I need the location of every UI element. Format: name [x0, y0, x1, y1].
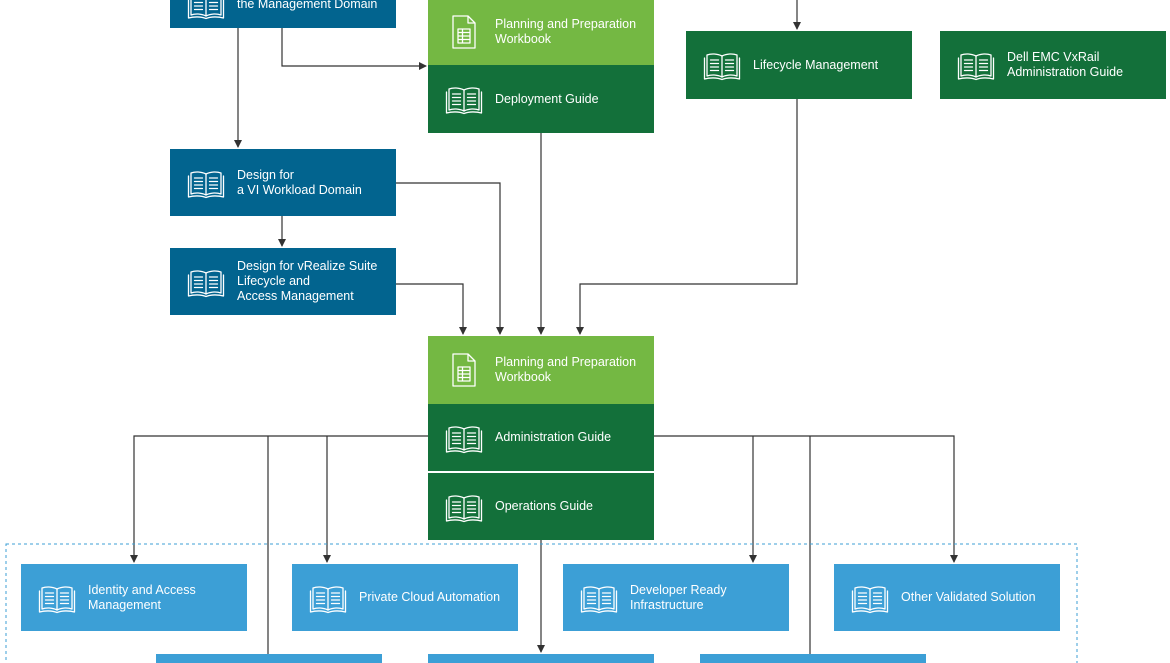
- developer-ready-label: Developer Ready Infrastructure: [630, 582, 727, 612]
- book-icon: [577, 576, 621, 620]
- book-icon: [184, 260, 228, 304]
- operations-guide-label: Operations Guide: [495, 499, 593, 513]
- book-icon: [184, 0, 228, 26]
- book-icon: [184, 161, 228, 205]
- validated-solutions-group: [5, 543, 1078, 663]
- workbook-icon: [442, 348, 486, 392]
- design-vrealize-box[interactable]: Design for vRealize Suite Lifecycle and …: [170, 248, 396, 315]
- planning-workbook-top-box[interactable]: Planning and Preparation Workbook: [428, 0, 654, 65]
- bottom-box-2[interactable]: [428, 654, 654, 663]
- developer-ready-box[interactable]: Developer Ready Infrastructure: [563, 564, 789, 631]
- connector-vrealize-to-mid: [396, 283, 467, 335]
- lifecycle-management-label: Lifecycle Management: [753, 57, 879, 72]
- connector-mgmt-to-workbook: [281, 28, 427, 70]
- deployment-guide-box[interactable]: Deployment Guide: [428, 65, 654, 133]
- bottom-box-1[interactable]: [156, 654, 382, 663]
- book-icon: [442, 485, 486, 529]
- design-vrealize-label: Design for vRealize Suite Lifecycle and …: [237, 259, 378, 303]
- other-validated-box[interactable]: Other Validated Solution: [834, 564, 1060, 631]
- operations-guide-box[interactable]: Operations Guide: [428, 473, 654, 540]
- bottom-box-3[interactable]: [700, 654, 926, 663]
- book-icon: [306, 576, 350, 620]
- planning-workbook-mid-label: Planning and Preparation Workbook: [495, 355, 637, 384]
- administration-guide-box[interactable]: Administration Guide: [428, 404, 654, 471]
- design-vi-workload-label: Design for a VI Workload Domain: [237, 167, 362, 197]
- workbook-icon: [442, 10, 486, 54]
- design-management-domain-label: the Management Domain: [237, 0, 378, 11]
- book-icon: [848, 576, 892, 620]
- administration-guide-label: Administration Guide: [495, 430, 612, 444]
- planning-workbook-mid-box[interactable]: Planning and Preparation Workbook: [428, 336, 654, 404]
- vxrail-admin-guide-box[interactable]: Dell EMC VxRail Administration Guide: [940, 31, 1166, 99]
- connector-lifecycle-to-mid: [576, 99, 798, 335]
- book-icon: [442, 416, 486, 460]
- box-divider: [428, 471, 654, 473]
- private-cloud-box[interactable]: Private Cloud Automation: [292, 564, 518, 631]
- design-vi-workload-box[interactable]: Design for a VI Workload Domain: [170, 149, 396, 216]
- identity-access-label: Identity and Access Management: [88, 582, 196, 612]
- identity-access-box[interactable]: Identity and Access Management: [21, 564, 247, 631]
- lifecycle-management-box[interactable]: Lifecycle Management: [686, 31, 912, 99]
- planning-workbook-top-label: Planning and Preparation Workbook: [495, 16, 637, 46]
- connector-admin-right: [654, 435, 958, 563]
- connector-admin-left: [130, 435, 428, 563]
- book-icon: [442, 77, 486, 121]
- book-icon: [954, 43, 998, 87]
- other-validated-label: Other Validated Solution: [901, 590, 1036, 604]
- vxrail-admin-guide-label: Dell EMC VxRail Administration Guide: [1007, 50, 1124, 79]
- private-cloud-label: Private Cloud Automation: [359, 590, 501, 604]
- deployment-guide-label: Deployment Guide: [495, 91, 599, 106]
- book-icon: [700, 43, 744, 87]
- connector-vi-to-mid: [396, 182, 504, 335]
- design-management-domain-box[interactable]: the Management Domain: [170, 0, 396, 28]
- book-icon: [35, 576, 79, 620]
